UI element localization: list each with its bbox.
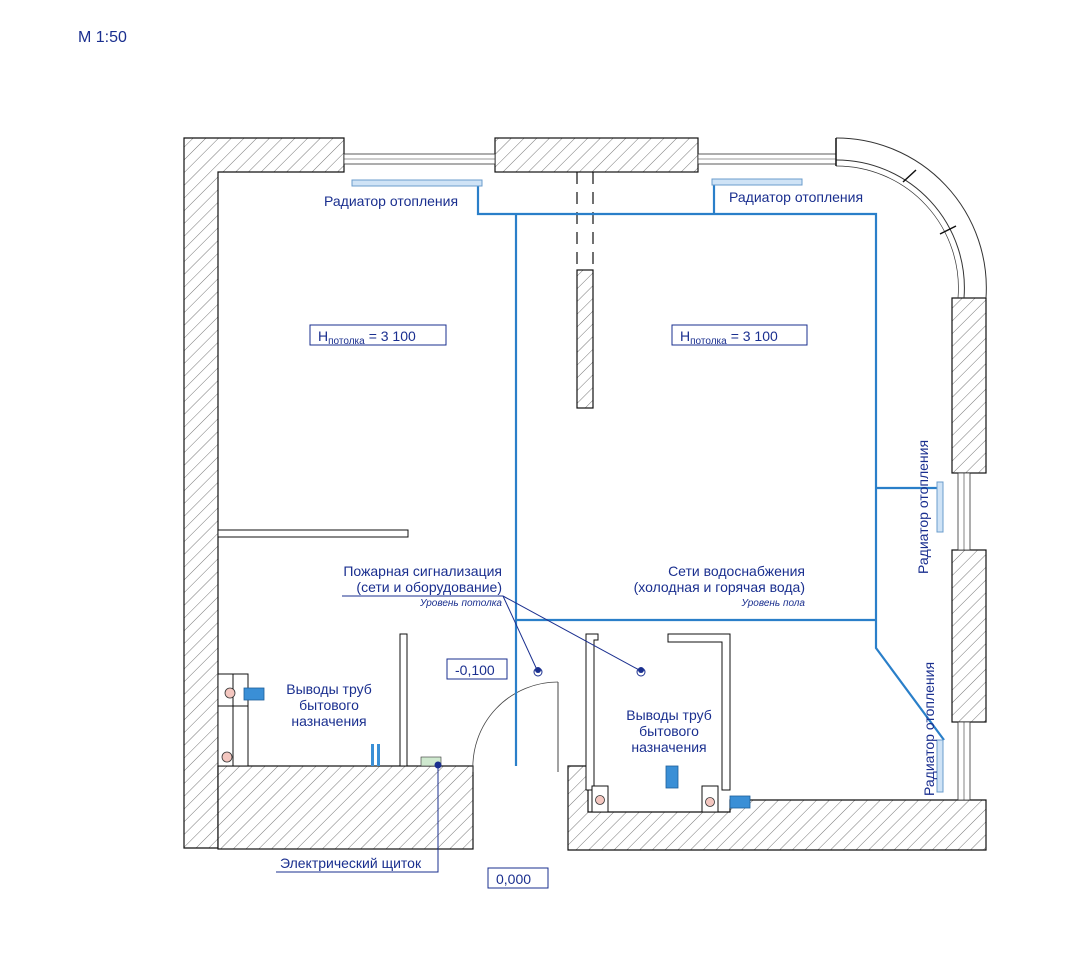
label-radiator-top-left: Радиатор отопления xyxy=(324,193,458,209)
radiator-top-left xyxy=(351,179,483,187)
scale-label: М 1:50 xyxy=(78,29,127,46)
svg-text:Пожарная сигнализация: Пожарная сигнализация xyxy=(343,563,502,579)
svg-text:Выводы труб: Выводы труб xyxy=(626,707,712,723)
radiator-top-right xyxy=(711,178,803,186)
svg-text:Электрический щиток: Электрический щиток xyxy=(280,855,422,871)
water-pipes xyxy=(476,185,945,766)
svg-text:Hпотолка= 3 100: Hпотолка= 3 100 xyxy=(318,328,416,347)
outlets-left-annotation: Выводы труб бытового назначения xyxy=(286,681,372,729)
level-inner: -0,100 xyxy=(446,658,508,680)
radiator-right-lower xyxy=(936,739,944,793)
windows xyxy=(343,137,987,801)
svg-text:Выводы труб: Выводы труб xyxy=(286,681,372,697)
outlets-right-annotation: Выводы труб бытового назначения xyxy=(626,707,712,755)
svg-text:бытового: бытового xyxy=(639,723,699,739)
svg-text:назначения: назначения xyxy=(631,739,706,755)
electric-panel-box xyxy=(420,756,442,767)
fire-alarm-annotation: Пожарная сигнализация (сети и оборудован… xyxy=(342,563,646,677)
label-radiator-right-upper: Радиатор отопления xyxy=(915,440,931,574)
label-radiator-top-right: Радиатор отопления xyxy=(729,189,863,205)
svg-text:Сети водоснабжения: Сети водоснабжения xyxy=(668,563,805,579)
label-radiator-right-lower: Радиатор отопления xyxy=(921,662,937,796)
ceiling-height-right: Hпотолка= 3 100 xyxy=(671,324,808,347)
svg-text:(холодная и горячая вода): (холодная и горячая вода) xyxy=(634,579,805,595)
pipe-outlet-left xyxy=(243,687,265,701)
height-prefix: H xyxy=(680,328,690,344)
svg-text:-0,100: -0,100 xyxy=(455,662,495,678)
door-swings xyxy=(472,681,559,773)
electric-panel-annotation: Электрический щиток xyxy=(276,761,442,873)
svg-text:Уровень пола: Уровень пола xyxy=(740,598,805,609)
radiator-right-upper xyxy=(936,481,944,533)
level-entrance: 0,000 xyxy=(487,867,549,889)
ceiling-height-left: Hпотолка= 3 100 xyxy=(309,324,447,347)
svg-text:0,000: 0,000 xyxy=(496,871,531,887)
svg-text:(сети и оборудование): (сети и оборудование) xyxy=(356,579,502,595)
water-annotation: Сети водоснабжения (холодная и горячая в… xyxy=(634,563,806,609)
svg-text:Уровень потолка: Уровень потолка xyxy=(419,598,502,609)
pipe-outlet-right xyxy=(665,765,679,789)
walls xyxy=(183,137,987,851)
fixtures xyxy=(221,687,751,809)
svg-text:назначения: назначения xyxy=(291,713,366,729)
radiators xyxy=(351,178,944,793)
svg-text:бытового: бытового xyxy=(299,697,359,713)
svg-text:Hпотолка= 3 100: Hпотолка= 3 100 xyxy=(680,328,778,347)
height-prefix: H xyxy=(318,328,328,344)
